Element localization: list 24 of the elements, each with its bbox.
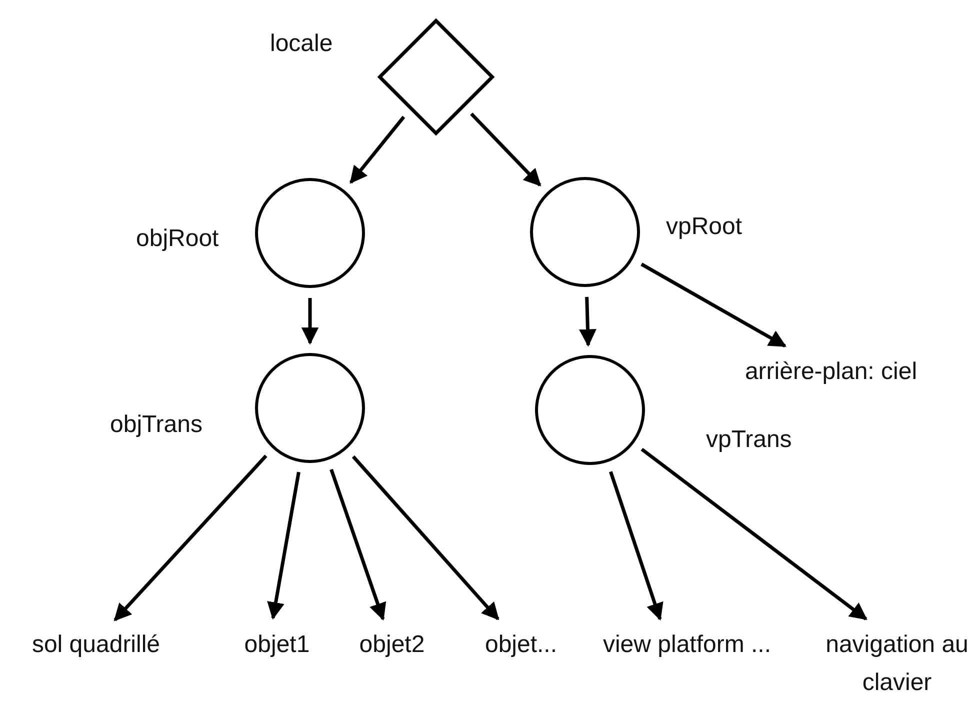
arrow [330, 468, 386, 621]
arrow [114, 454, 268, 622]
node-label: locale [270, 29, 334, 59]
arrow [640, 448, 868, 620]
node-label: objRoot [136, 224, 220, 254]
node-label: objet... [470, 626, 572, 664]
arrow [352, 455, 500, 620]
node-label: objet1 [234, 626, 320, 664]
node-label: objTrans [110, 410, 204, 440]
node-label: navigation au clavier [822, 626, 972, 702]
arrow [267, 472, 300, 620]
arrow [470, 112, 542, 186]
node-label: vpRoot [666, 212, 744, 242]
arrow [578, 296, 596, 347]
arrow [608, 471, 664, 621]
node-label: sol quadrillé [8, 626, 184, 664]
node-label: view platform ... [592, 626, 782, 664]
arrow [349, 116, 406, 184]
arrow [640, 262, 787, 348]
arrow [301, 298, 319, 345]
diamond-node [378, 19, 494, 135]
node-label: arrière-plan: ciel [696, 353, 966, 391]
node-label: objet2 [346, 626, 438, 664]
node-label: vpTrans [706, 425, 793, 455]
